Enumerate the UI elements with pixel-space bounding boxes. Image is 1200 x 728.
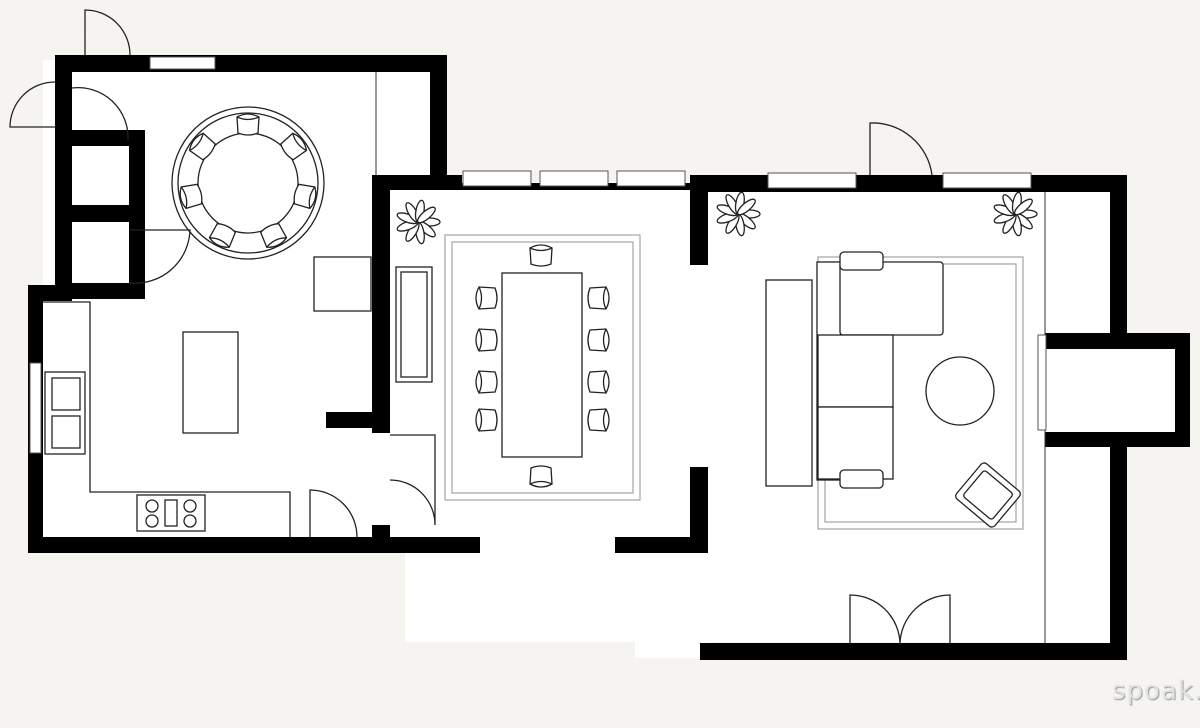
chair — [280, 132, 308, 161]
chair — [475, 408, 498, 432]
door-kitchen — [309, 489, 358, 538]
kitchen-island — [182, 331, 239, 434]
chair — [529, 244, 553, 267]
chair — [587, 328, 610, 352]
plant-icon — [396, 199, 441, 245]
door-patio — [849, 594, 951, 644]
sofa-cushion — [817, 334, 894, 408]
door-top — [84, 9, 131, 56]
dining-table — [501, 272, 583, 458]
media-console — [765, 279, 813, 487]
plants — [396, 191, 1038, 245]
cabinet — [313, 256, 372, 312]
entry-floor — [635, 640, 710, 658]
door-living-top — [869, 122, 933, 176]
door-closet-bottom — [129, 229, 191, 284]
chair — [475, 286, 498, 310]
chair — [475, 328, 498, 352]
armchair — [955, 462, 1021, 528]
kitchen — [43, 256, 372, 537]
chair — [208, 223, 237, 248]
door-left — [9, 81, 56, 128]
chair — [475, 370, 498, 394]
dining-room — [395, 234, 641, 501]
side-floor — [1045, 440, 1115, 645]
chair — [293, 183, 317, 210]
chair — [236, 113, 260, 136]
door-dining — [389, 434, 436, 526]
chair — [587, 408, 610, 432]
door-closet-top — [71, 86, 129, 141]
coffee-table — [925, 356, 995, 426]
plant-icon — [993, 191, 1038, 237]
chair — [587, 370, 610, 394]
doors — [9, 9, 951, 644]
chair — [188, 132, 216, 161]
living-room — [765, 251, 1024, 530]
sofa-cushion — [817, 406, 894, 480]
spoak-watermark: spoak. — [1112, 676, 1200, 706]
lower-floor — [405, 540, 1045, 642]
chair — [587, 286, 610, 310]
chair — [179, 183, 203, 210]
annex-floor — [1045, 340, 1185, 440]
breakfast-table — [171, 106, 325, 260]
chair — [259, 223, 288, 248]
windows — [29, 56, 1047, 454]
chair — [529, 465, 553, 488]
sofa-chaise — [839, 261, 944, 336]
plant-icon — [716, 191, 761, 237]
